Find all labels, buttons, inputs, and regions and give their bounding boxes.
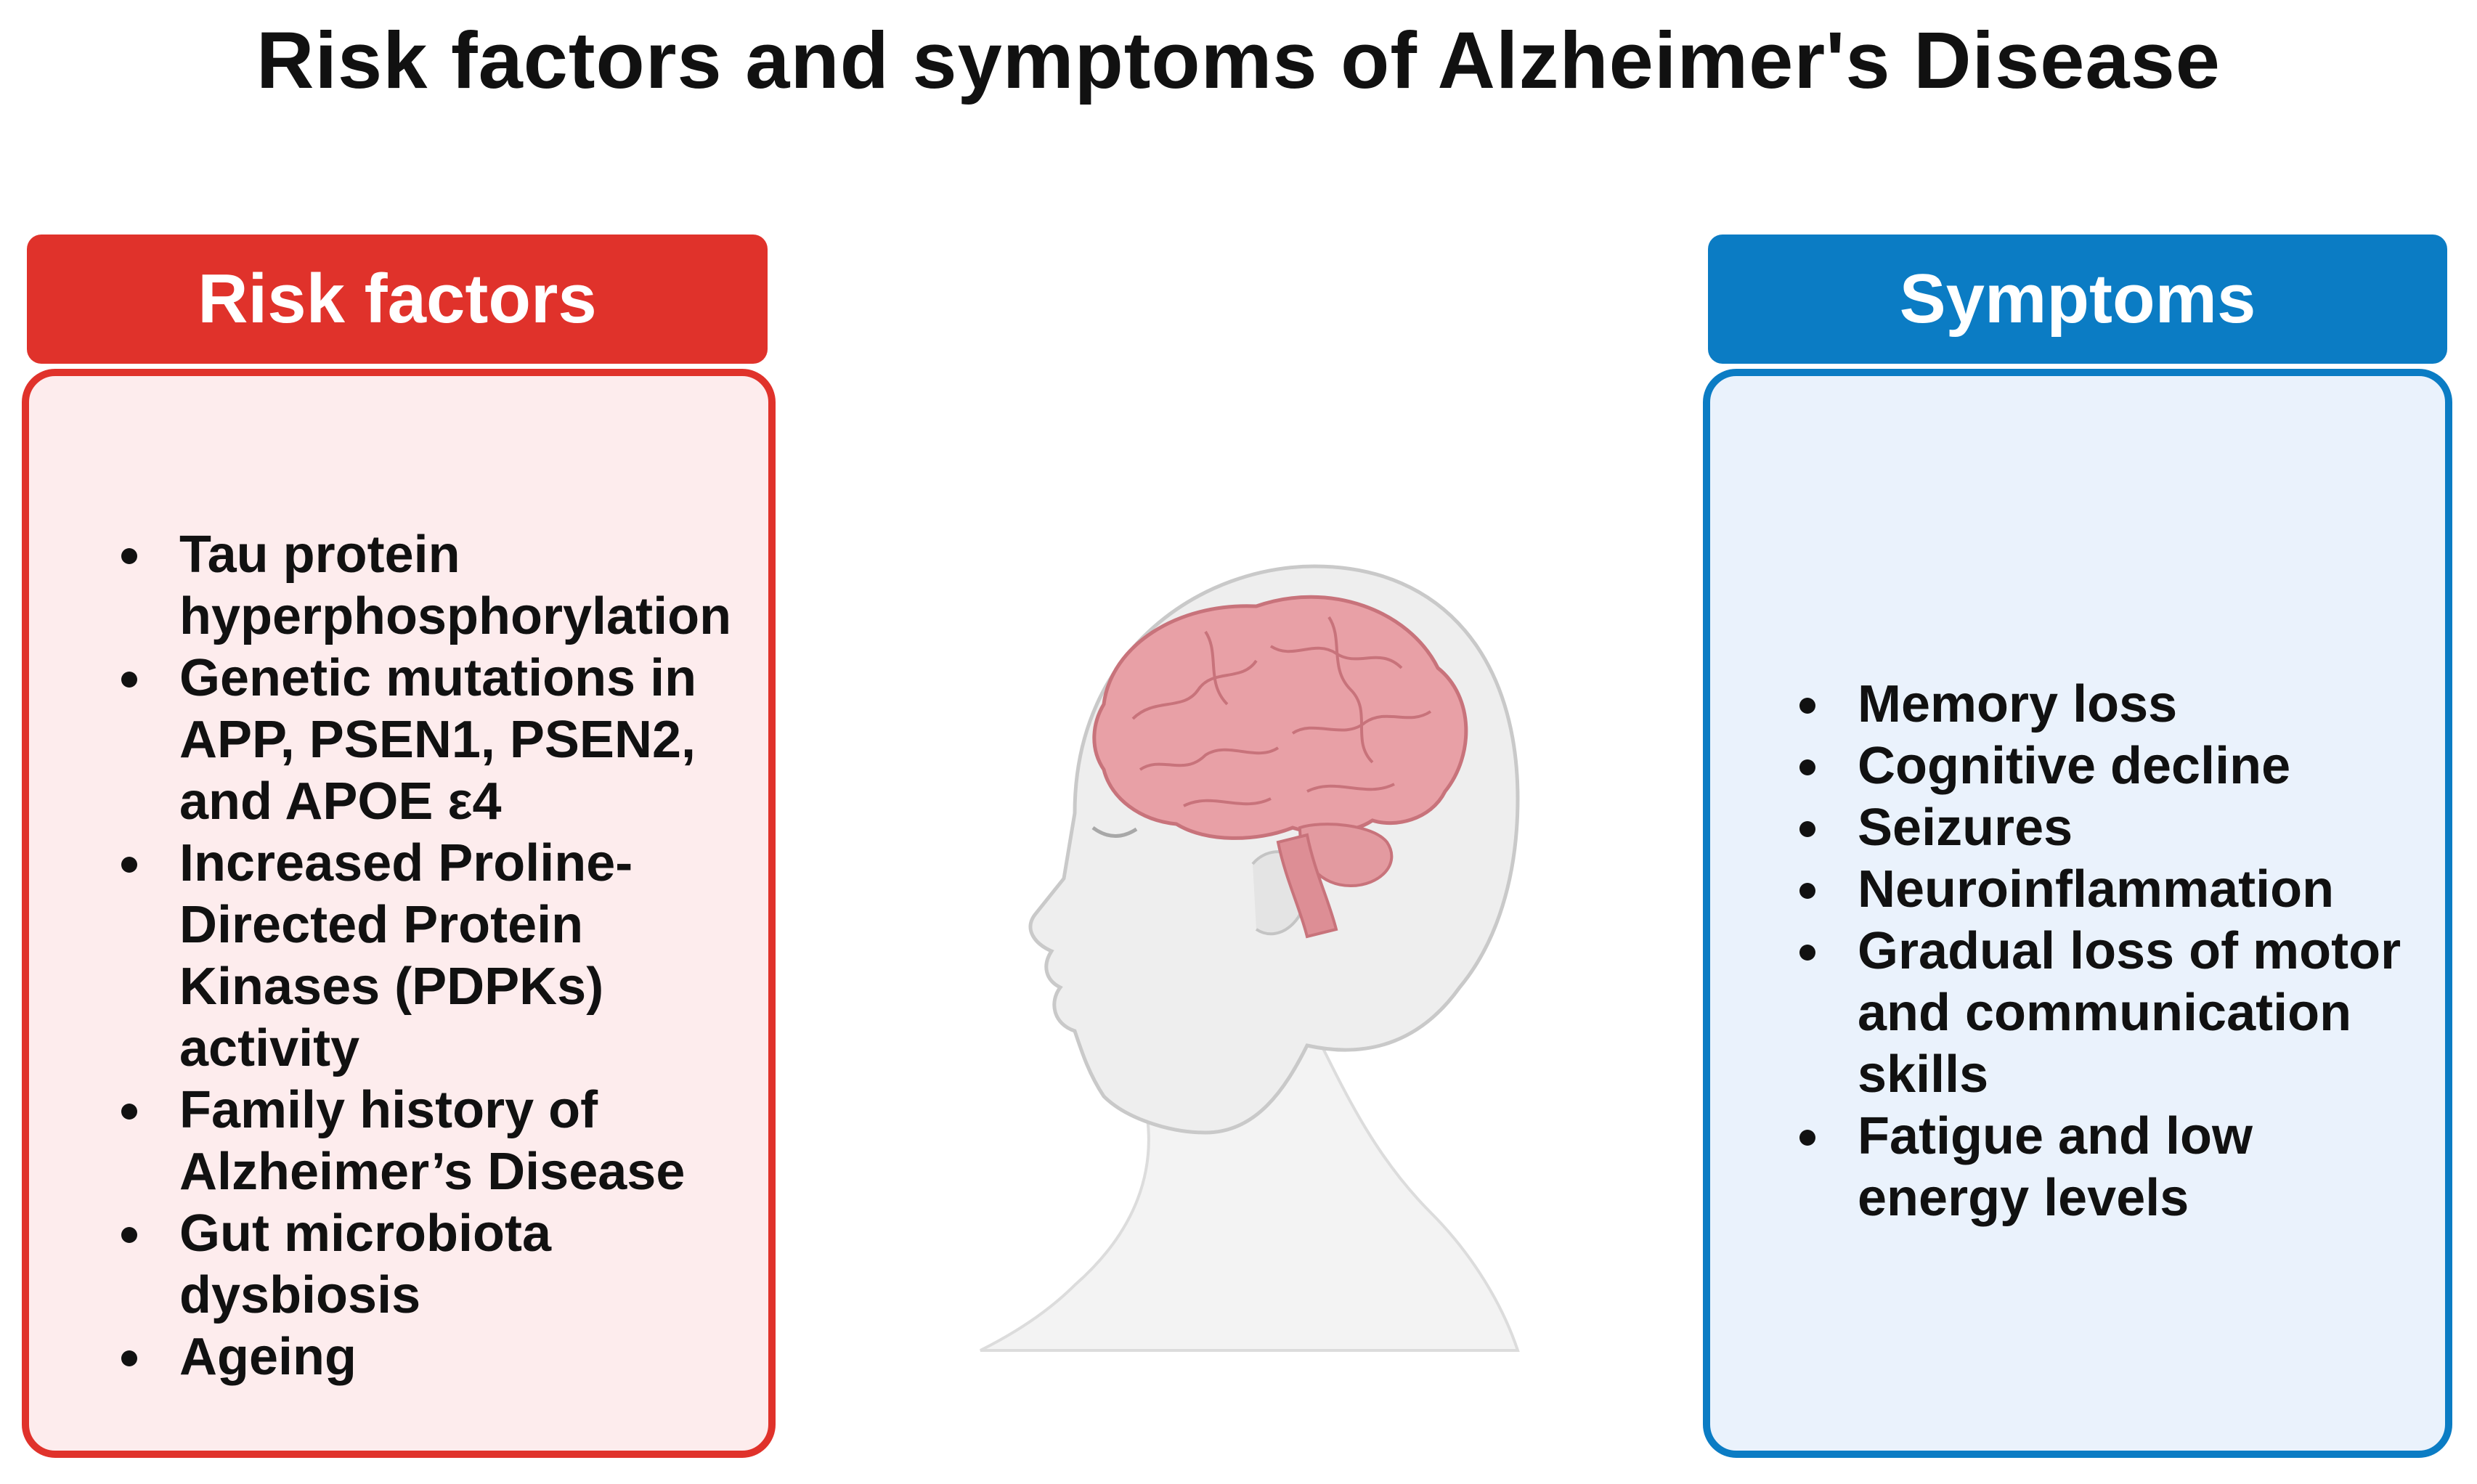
human-head-brain-icon <box>980 564 1520 1352</box>
bullet-dot <box>1799 883 1815 899</box>
risk-factor-item-text: Gut microbiota <box>179 1204 552 1263</box>
risk-factor-item-text: Genetic mutations in <box>179 649 697 707</box>
risk-factor-item-text: Directed Protein <box>179 896 584 954</box>
symptom-item-text: Cognitive decline <box>1858 737 2291 795</box>
risk-factor-item-text: dysbiosis <box>179 1266 421 1324</box>
symptom-item: Cognitive decline <box>1799 735 2439 797</box>
brainstem <box>1276 833 1338 939</box>
risk-factors-panel <box>22 369 776 1458</box>
symptom-item-text: energy levels <box>1858 1169 2189 1227</box>
symptoms-panel <box>1703 369 2452 1458</box>
bullet-dot <box>1799 821 1815 837</box>
symptom-item-text: Seizures <box>1858 799 2073 857</box>
risk-factors-header: Risk factors <box>27 235 768 364</box>
symptom-item-text: Gradual loss of motor <box>1858 922 2401 980</box>
risk-factor-item-text: Increased Proline- <box>179 834 633 892</box>
bullet-dot <box>1799 759 1815 775</box>
risk-factor-item-text: activity <box>179 1019 360 1077</box>
bullet-dot <box>121 672 137 688</box>
bullet-dot <box>1799 945 1815 961</box>
bullet-dot <box>1799 698 1815 714</box>
risk-factor-item-text: hyperphosphorylation <box>179 587 732 645</box>
symptom-item-text: Neuroinflammation <box>1858 860 2335 918</box>
risk-factor-item-text: Ageing <box>179 1328 357 1386</box>
risk-factor-item: Ageing <box>121 1326 768 1388</box>
symptom-item: Neuroinflammation <box>1799 859 2439 921</box>
symptom-item: Seizures <box>1799 797 2439 859</box>
risk-factor-item-text: and APOE ε4 <box>179 772 502 831</box>
symptom-item-text: Memory loss <box>1858 675 2178 733</box>
bullet-dot <box>121 1104 137 1120</box>
bullet-dot <box>121 548 137 564</box>
eye <box>1091 825 1138 838</box>
symptoms-header: Symptoms <box>1708 235 2447 364</box>
symptoms-heading: Symptoms <box>1899 260 2256 338</box>
bullet-dot <box>121 1227 137 1243</box>
brain-folds <box>1131 616 1432 807</box>
risk-factor-item-text: Kinases (PDPKs) <box>179 958 604 1016</box>
bullet-dot <box>121 857 137 873</box>
bullet-dot <box>121 1350 137 1366</box>
symptom-item-text: and communication <box>1858 984 2352 1042</box>
page-title: Risk factors and symptoms of Alzheimer's… <box>256 16 2221 105</box>
risk-factor-item-text: Family history of <box>179 1081 598 1139</box>
symptom-item-text: Fatigue and low <box>1858 1107 2253 1165</box>
risk-factor-item-text: Tau protein <box>179 526 460 584</box>
risk-factors-heading: Risk factors <box>198 260 597 338</box>
risk-factor-item-text: APP, PSEN1, PSEN2, <box>179 711 696 769</box>
risk-factor-item-text: Alzheimer’s Disease <box>179 1143 686 1201</box>
bullet-dot <box>1799 1130 1815 1146</box>
symptom-item: Memory loss <box>1799 674 2439 735</box>
symptom-item-text: skills <box>1858 1045 1989 1104</box>
neck-shoulders <box>980 1014 1520 1352</box>
